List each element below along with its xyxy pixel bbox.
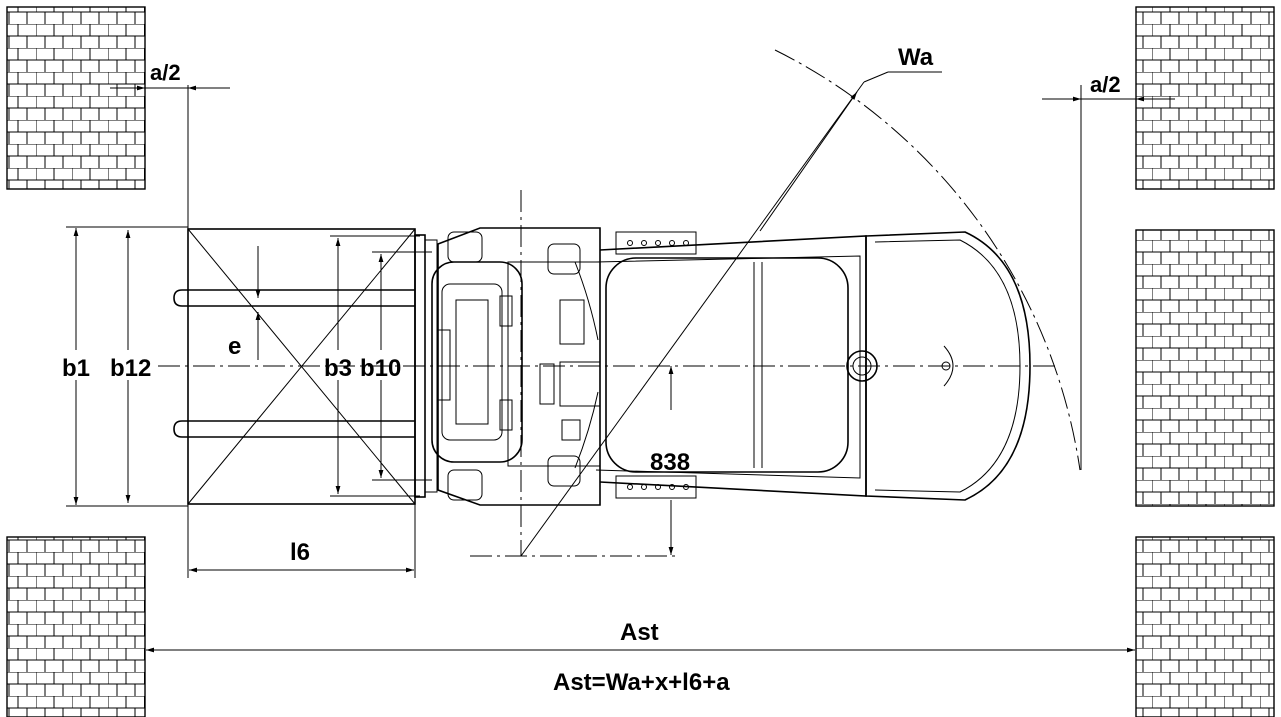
- label-a2-right: a/2: [1090, 72, 1121, 97]
- dimension-labels: a/2 a/2 Wa b1 b12 b3 b10 e l6 838 Ast As…: [62, 44, 1121, 696]
- rack-top-left: [6, 6, 146, 190]
- label-formula: Ast=Wa+x+l6+a: [553, 669, 730, 696]
- label-b12: b12: [110, 355, 151, 382]
- label-e: e: [228, 333, 241, 360]
- label-838: 838: [650, 449, 690, 476]
- label-b10: b10: [360, 355, 401, 382]
- racking-blocks: [6, 6, 1275, 717]
- label-b1: b1: [62, 355, 90, 382]
- dimension-lines: [66, 71, 1175, 653]
- turning-arc: [774, 49, 1081, 471]
- rack-middle-right: [1135, 229, 1275, 507]
- label-l6: l6: [290, 539, 310, 566]
- center-lines: [158, 190, 1060, 557]
- rack-top-right: [1135, 6, 1275, 190]
- rack-bottom-left: [6, 536, 146, 717]
- forklift-body: [414, 227, 1031, 506]
- label-a2-left: a/2: [150, 60, 181, 85]
- rack-bottom-right: [1135, 536, 1275, 717]
- label-b3: b3: [324, 355, 352, 382]
- label-wa: Wa: [898, 44, 934, 71]
- label-ast: Ast: [620, 619, 659, 646]
- forks: [173, 289, 415, 438]
